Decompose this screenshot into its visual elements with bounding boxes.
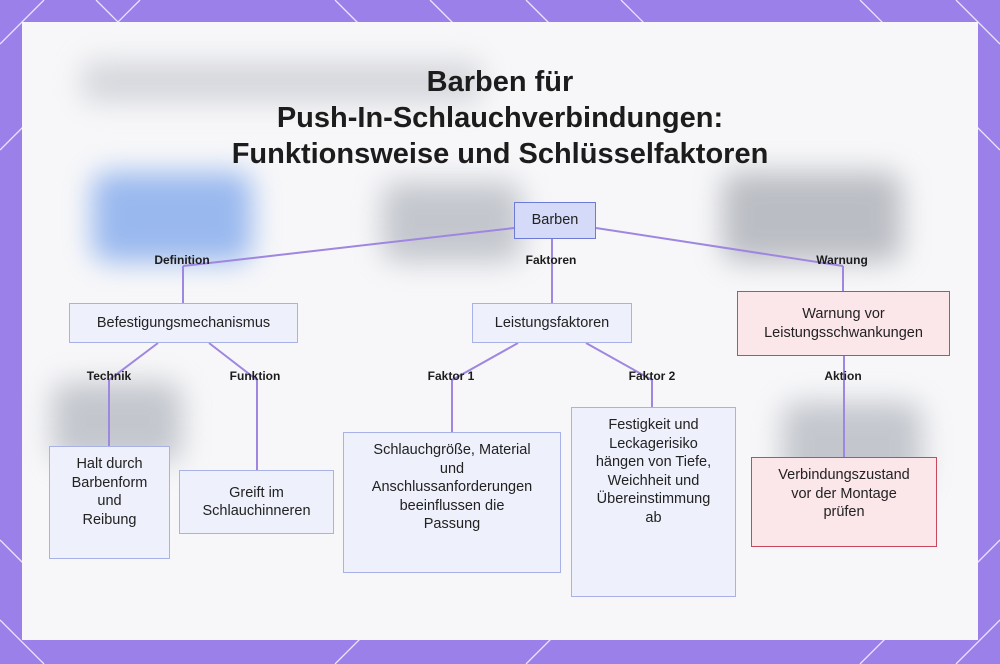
node-warnung: Warnung vor Leistungsschwankungen [737, 291, 950, 356]
node-verbindungszustand-label: Verbindungszustand vor der Montage prüfe… [778, 467, 910, 520]
edge-label-warnung: Warnung [816, 253, 868, 267]
edge-leistung-festigkeit [585, 342, 653, 407]
title-line-2: Push-In-Schlauchverbindungen: [276, 102, 724, 134]
edge-label-faktor-1: Faktor 1 [427, 369, 475, 383]
blurred-background-shape [382, 182, 522, 262]
edge-label-faktoren: Faktoren [525, 253, 577, 267]
node-festigkeit-label: Festigkeit und Leckagerisiko hängen von … [595, 417, 712, 526]
edge-leistung-schlauch [451, 342, 519, 432]
node-greift: Greift im Schlauchinneren [179, 470, 334, 534]
blurred-background-shape [722, 172, 902, 262]
edge-root-warnung [595, 227, 844, 267]
node-verbindungszustand: Verbindungszustand vor der Montage prüfe… [751, 457, 937, 547]
node-schlauchgroesse: Schlauchgröße, Material und Anschlussanf… [343, 432, 561, 573]
node-leistungsfaktoren: Leistungsfaktoren [472, 303, 632, 343]
edge-root-befestigung [182, 227, 515, 267]
node-befestigungsmechanismus: Befestigungsmechanismus [69, 303, 298, 343]
blurred-background-shape [82, 62, 482, 102]
diagram-title: Barben für Push-In-Schlauchverbindungen:… [0, 64, 1000, 172]
node-warnung-label: Warnung vor Leistungsschwankungen [764, 306, 923, 341]
edge-label-aktion: Aktion [824, 369, 862, 383]
edge-befestigung-halt [108, 342, 159, 446]
edge-label-definition: Definition [154, 253, 210, 267]
node-schlauchgroesse-label: Schlauchgröße, Material und Anschlussanf… [371, 442, 533, 532]
edge-befestigung-greift [208, 342, 258, 470]
node-barben: Barben [514, 202, 596, 239]
blurred-background-shape [92, 172, 252, 262]
node-halt-label: Halt durch Barbenform und Reibung [71, 456, 148, 528]
node-halt: Halt durch Barbenform und Reibung [49, 446, 170, 559]
node-befestigungsmechanismus-label: Befestigungsmechanismus [96, 314, 271, 331]
edge-label-technik: Technik [86, 369, 132, 383]
title-line-1: Barben für [426, 66, 574, 98]
node-festigkeit: Festigkeit und Leckagerisiko hängen von … [571, 407, 736, 597]
title-line-3: Funktionsweise und Schlüsselfaktoren [231, 138, 769, 170]
node-barben-label: Barben [531, 212, 579, 229]
node-greift-label: Greift im Schlauchinneren [202, 484, 311, 520]
edge-label-faktor-2: Faktor 2 [628, 369, 676, 383]
edge-label-funktion: Funktion [229, 369, 281, 383]
node-leistungsfaktoren-label: Leistungsfaktoren [494, 314, 610, 331]
